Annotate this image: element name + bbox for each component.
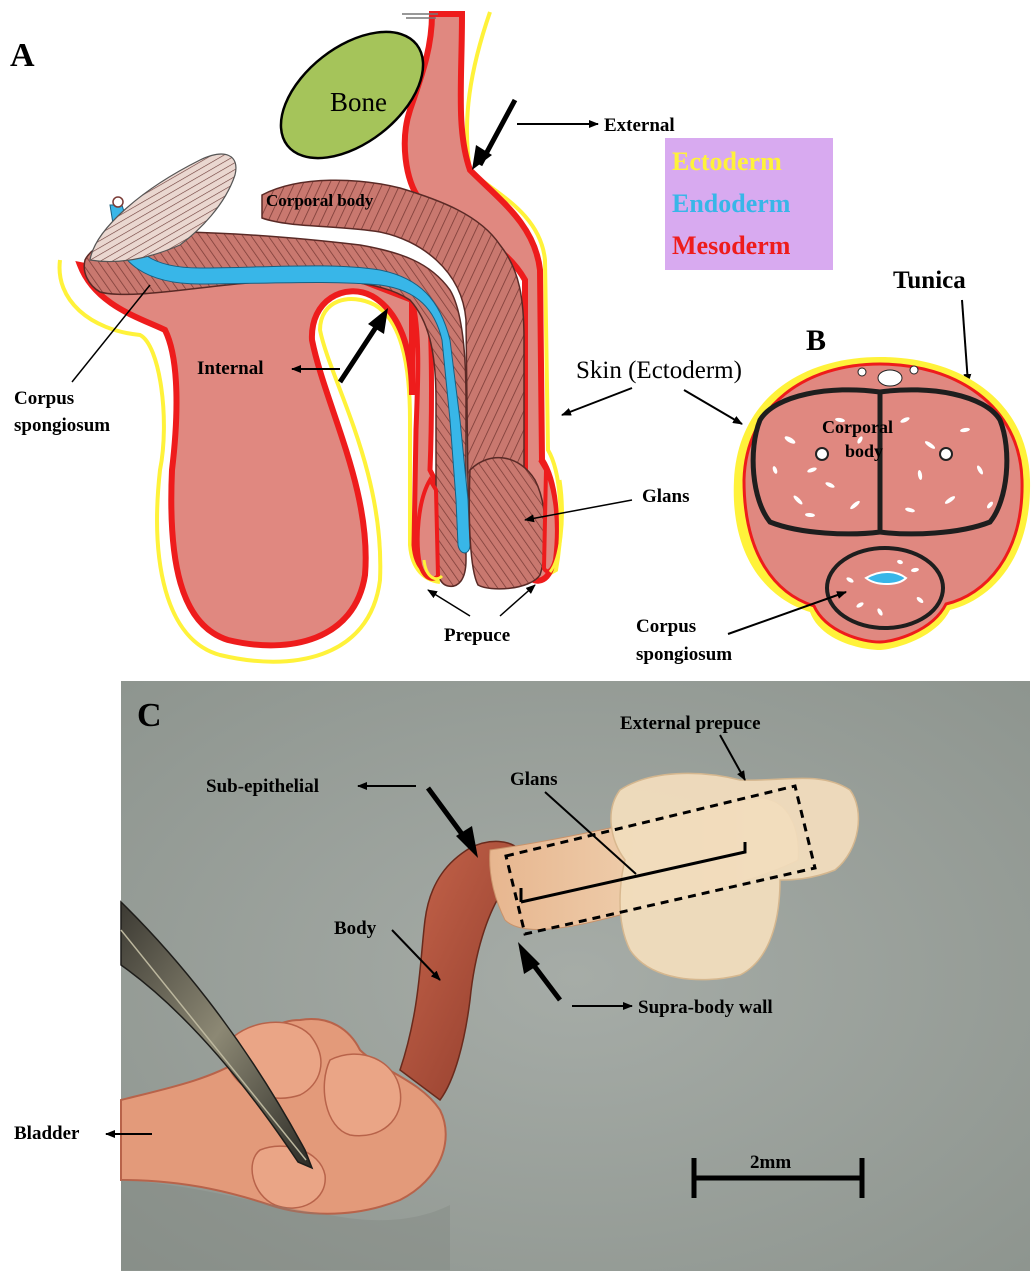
panel-c-letter: C [137,697,162,734]
corpus-spongiosum-b-label-1: Corpus [636,616,696,637]
corporal-body-left [753,390,880,534]
tunica-label: Tunica [893,267,966,294]
legend-mesoderm: Mesoderm [672,231,791,260]
glans-c-label: Glans [510,769,558,790]
panel-b: B Tunica [636,267,1030,665]
corpus-spongiosum-a-label-1: Corpus [14,388,74,409]
cavernous-artery-right [940,448,952,460]
skin-label: Skin (Ectoderm) [576,357,742,384]
scale-bar-label: 2mm [750,1152,791,1173]
prepuce-label: Prepuce [444,625,510,646]
bone-label: Bone [330,87,387,117]
supra-body-wall-label: Supra-body wall [638,997,773,1018]
legend-ectoderm: Ectoderm [672,147,782,176]
corporal-body-right [880,390,1007,534]
cavernous-artery-left [816,448,828,460]
corpus-spongiosum-b-label-2: spongiosum [636,644,732,665]
glans-shape [469,458,545,589]
legend-endoderm: Endoderm [672,189,791,218]
panel-a: A Bone Corporal body [10,7,742,662]
skin-arrow-b [684,390,742,424]
germ-layer-legend: Ectoderm Endoderm Mesoderm [665,138,833,270]
sub-epithelial-label: Sub-epithelial [206,776,319,797]
corporal-b-label-2: body [845,441,883,461]
prepuce-arrow-left [428,590,470,616]
dorsal-vein [878,370,902,386]
glans-a-label: Glans [642,486,690,507]
panel-a-letter: A [10,37,35,74]
skin-arrow-a [562,388,632,415]
tunica-arrow [962,300,968,383]
body-label: Body [334,918,377,939]
urethral-opening [113,197,123,207]
corporal-b-label-1: Corporal [822,417,893,437]
external-prepuce-label: External prepuce [620,713,761,734]
panel-b-letter: B [806,324,826,357]
corpus-spongiosum-a-label-2: spongiosum [14,415,110,436]
bladder-label: Bladder [14,1123,80,1144]
dorsal-artery-left [858,368,866,376]
corpus-spongiosum-section [827,548,943,628]
panel-c: C External prepuce Glans Sub-epithelial … [14,681,1030,1271]
dorsal-artery-right [910,366,918,374]
corporal-body-label: Corporal body [266,191,374,210]
external-label: External [604,115,675,136]
internal-big-arrowhead [368,308,388,334]
prepuce-arrow-right [500,585,535,616]
internal-label: Internal [197,358,264,379]
